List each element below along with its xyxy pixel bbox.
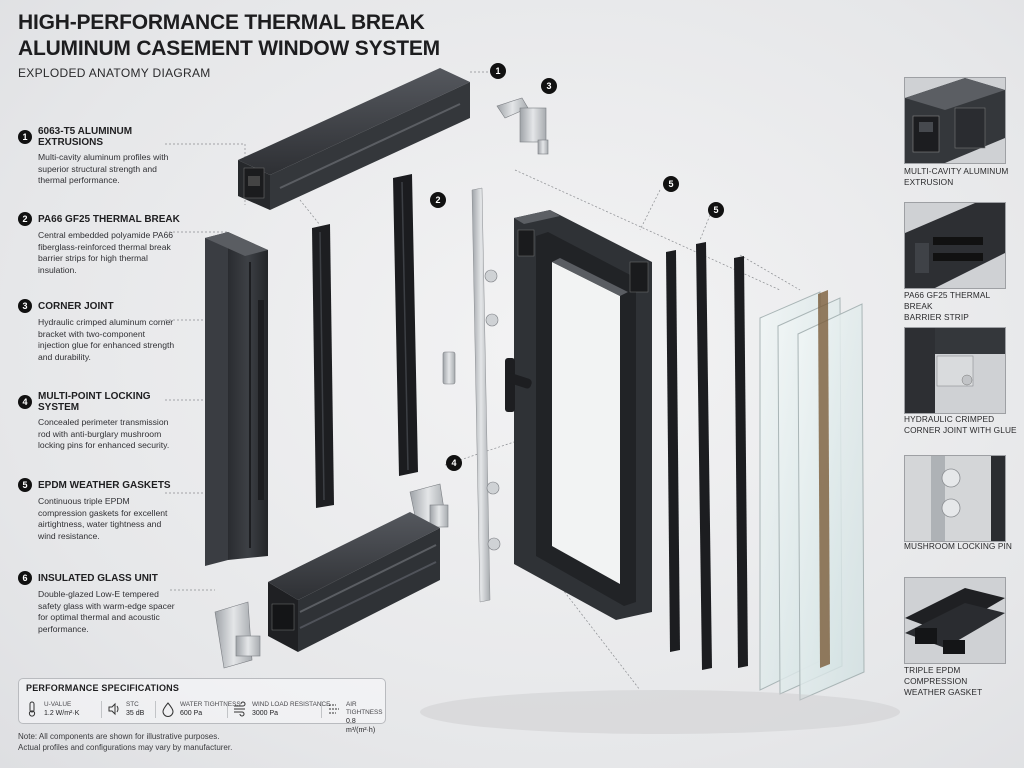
callout-number: 3 bbox=[18, 299, 32, 313]
performance-specs-panel: PERFORMANCE SPECIFICATIONS U-VALUE 1.2 W/… bbox=[18, 678, 386, 734]
callout-description: Continuous triple EPDM compression gaske… bbox=[38, 496, 168, 541]
spec-value: 600 Pa bbox=[180, 710, 203, 717]
marker-5b: 5 bbox=[708, 202, 724, 218]
callout-locking-system: 4 MULTI-POINT LOCKING SYSTEM Concealed pe… bbox=[18, 391, 188, 452]
callout-title: EPDM WEATHER GASKETS bbox=[38, 479, 171, 491]
page-subtitle: EXPLODED ANATOMY DIAGRAM bbox=[18, 66, 211, 80]
page-title: HIGH-PERFORMANCE THERMAL BREAK ALUMINUM … bbox=[18, 10, 478, 62]
spec-air-tightness: AIR TIGHTNESS 0.8 m³/(m²·h) bbox=[327, 701, 385, 735]
callout-number: 6 bbox=[18, 571, 32, 585]
window-handle bbox=[505, 358, 532, 412]
marker-3: 3 bbox=[541, 78, 557, 94]
spec-label: WATER TIGHTNESS bbox=[180, 701, 241, 708]
thermometer-icon bbox=[28, 701, 36, 717]
corner-bracket-left bbox=[214, 601, 261, 669]
spec-value: 1.2 W/m²·K bbox=[44, 710, 80, 717]
callout-aluminum-extrusions: 1 6063-T5 ALUMINUM EXTRUSIONS Multi-cavit… bbox=[18, 126, 188, 187]
spec-divider bbox=[155, 701, 156, 718]
thermal-break-detail-image bbox=[905, 203, 1005, 288]
spec-divider bbox=[321, 701, 322, 718]
callout-title: INSULATED GLASS UNIT bbox=[38, 572, 158, 584]
marker-4: 4 bbox=[446, 455, 462, 471]
thumbnail-aluminum-extrusion bbox=[904, 77, 1006, 164]
spec-stc: STC 35 dB bbox=[107, 701, 144, 718]
air-flow-icon bbox=[329, 704, 339, 714]
spec-value: 0.8 m³/(m²·h) bbox=[346, 718, 376, 734]
water-drop-icon bbox=[162, 702, 174, 717]
speaker-icon bbox=[108, 702, 119, 716]
callout-title: 6063-T5 ALUMINUM EXTRUSIONS bbox=[38, 126, 133, 148]
spec-wind-load: WIND LOAD RESISTANCE 3000 Pa bbox=[233, 701, 330, 718]
sash-frame bbox=[514, 210, 652, 620]
gasket-detail-image bbox=[905, 578, 1005, 663]
callout-title: CORNER JOINT bbox=[38, 300, 114, 312]
spec-water-tightness: WATER TIGHTNESS 600 Pa bbox=[161, 701, 241, 718]
top-head-profile bbox=[238, 68, 470, 210]
callout-title: MULTI-POINT LOCKING SYSTEM bbox=[38, 391, 151, 413]
wind-icon bbox=[234, 701, 246, 717]
floor-shadow bbox=[420, 690, 900, 734]
marker-1: 1 bbox=[490, 63, 506, 79]
thumbnail-epdm-gasket bbox=[904, 577, 1006, 664]
callout-number: 1 bbox=[18, 130, 32, 144]
title-line-2: ALUMINUM CASEMENT WINDOW SYSTEM bbox=[18, 37, 440, 60]
specs-title: PERFORMANCE SPECIFICATIONS bbox=[26, 683, 180, 693]
callout-number: 4 bbox=[18, 395, 32, 409]
insulated-glass-unit bbox=[759, 290, 865, 701]
marker-5a: 5 bbox=[663, 176, 679, 192]
callout-thermal-break: 2 PA66 GF25 THERMAL BREAK Central embedde… bbox=[18, 212, 188, 276]
callout-description: Central embedded polyamide PA66 fibergla… bbox=[38, 230, 174, 275]
footnote: Note: All components are shown for illus… bbox=[18, 732, 233, 752]
callout-number: 2 bbox=[18, 212, 32, 226]
callout-title: PA66 GF25 THERMAL BREAK bbox=[38, 213, 180, 225]
callout-glass-unit: 6 INSULATED GLASS UNIT Double-glazed Low-… bbox=[18, 571, 188, 635]
spec-divider bbox=[227, 701, 228, 718]
extrusion-detail-image bbox=[905, 78, 1005, 163]
bottom-sill-profile bbox=[268, 512, 440, 652]
title-line-1: HIGH-PERFORMANCE THERMAL BREAK bbox=[18, 11, 425, 34]
marker-2: 2 bbox=[430, 192, 446, 208]
callout-description: Double-glazed Low-E tempered safety glas… bbox=[38, 589, 175, 634]
spec-value: 35 dB bbox=[126, 710, 145, 717]
lock-keeper bbox=[442, 351, 456, 385]
epdm-gaskets bbox=[666, 242, 748, 670]
spec-label: STC bbox=[126, 701, 139, 708]
spec-label: WIND LOAD RESISTANCE bbox=[252, 701, 331, 708]
callout-weather-gaskets: 5 EPDM WEATHER GASKETS Continuous triple … bbox=[18, 478, 188, 542]
left-jamb-profile bbox=[205, 232, 268, 566]
thermal-break-strips bbox=[312, 174, 418, 508]
spec-label: AIR TIGHTNESS bbox=[346, 701, 383, 716]
thumbnail-thermal-break bbox=[904, 202, 1006, 289]
callout-description: Hydraulic crimped aluminum corner bracke… bbox=[38, 317, 175, 362]
thumbnail-label: MUSHROOM LOCKING PIN bbox=[904, 541, 1013, 551]
callout-description: Concealed perimeter transmission rod wit… bbox=[38, 417, 170, 451]
locking-pin-detail-image bbox=[905, 456, 1005, 541]
spec-u-value: U-VALUE 1.2 W/m²·K bbox=[25, 701, 79, 718]
corner-joint-detail-image bbox=[905, 328, 1005, 413]
spec-divider bbox=[101, 701, 102, 718]
corner-bracket-top bbox=[496, 97, 549, 155]
callout-description: Multi-cavity aluminum profiles with supe… bbox=[38, 152, 169, 186]
locking-rod bbox=[471, 187, 501, 603]
thumbnail-corner-joint bbox=[904, 327, 1006, 414]
spec-value: 3000 Pa bbox=[252, 710, 279, 717]
thumbnail-locking-pin bbox=[904, 455, 1006, 542]
spec-label: U-VALUE bbox=[44, 701, 72, 708]
callout-number: 5 bbox=[18, 478, 32, 492]
callout-corner-joint: 3 CORNER JOINT Hydraulic crimped aluminum… bbox=[18, 299, 188, 363]
